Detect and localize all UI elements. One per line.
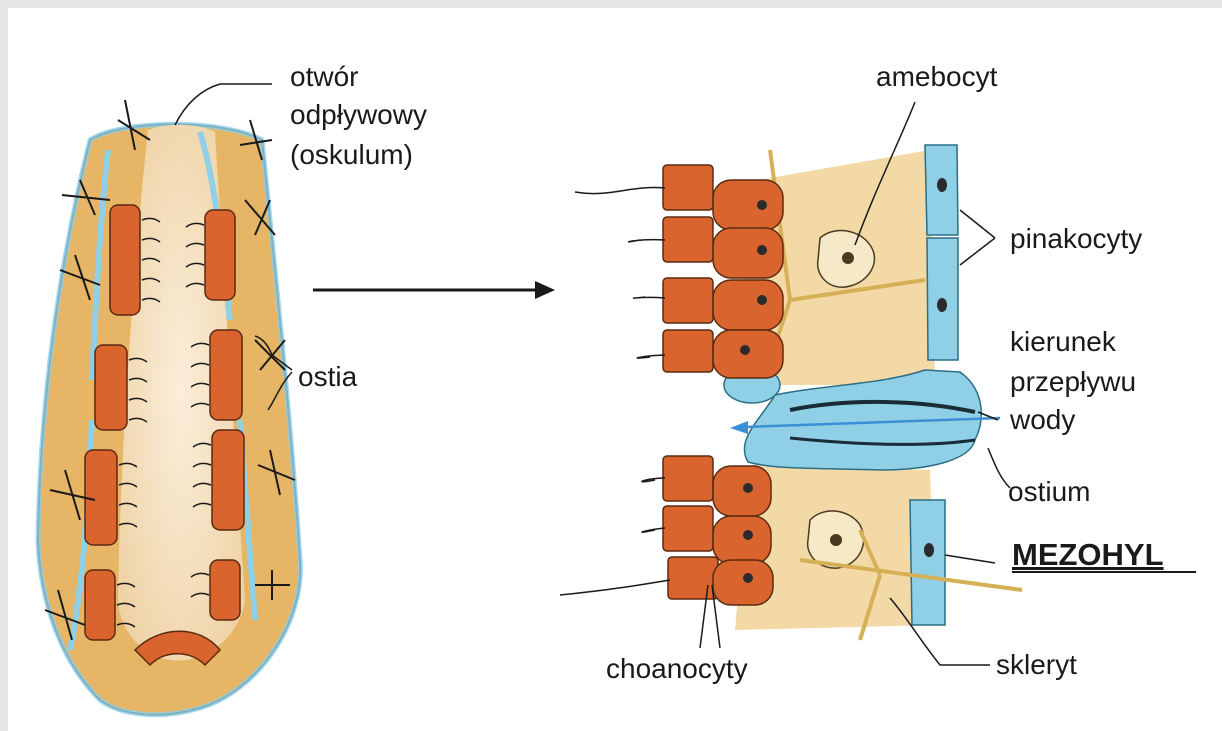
label-choanocyty: choanocyty	[606, 652, 748, 686]
label-flow-1: kierunek	[1010, 325, 1116, 359]
label-osculum-3: (oskulum)	[290, 138, 413, 172]
label-osculum-2: odpływowy	[290, 98, 427, 132]
label-ostia: ostia	[298, 360, 357, 394]
label-flow-2: przepływu	[1010, 365, 1136, 399]
label-ostium: ostium	[1008, 475, 1090, 509]
sponge-body	[38, 124, 300, 714]
label-skleryt: skleryt	[996, 648, 1077, 682]
zoom-arrow	[313, 281, 555, 299]
label-pinakocyty: pinakocyty	[1010, 222, 1142, 256]
label-osculum-1: otwór	[290, 60, 358, 94]
label-mezohyl: MEZOHYL	[1012, 538, 1164, 572]
label-amebocyt: amebocyt	[876, 60, 997, 94]
label-flow-3: wody	[1010, 403, 1075, 437]
